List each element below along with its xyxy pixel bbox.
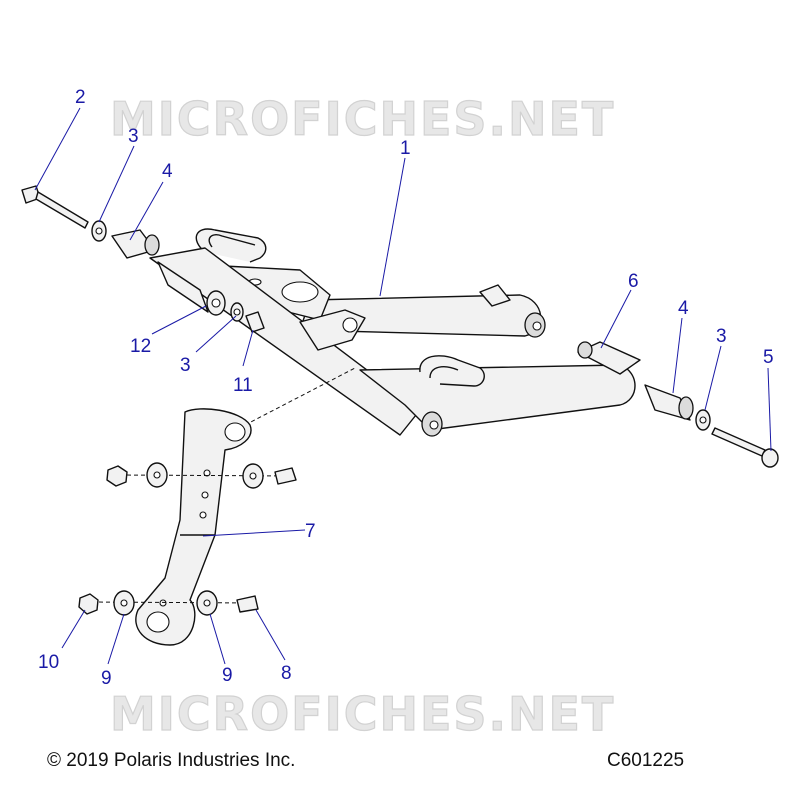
callout-2: 2 bbox=[75, 87, 86, 108]
alignment-line bbox=[244, 367, 356, 426]
callout-4-right: 4 bbox=[678, 298, 689, 319]
callout-3-right: 3 bbox=[716, 326, 727, 347]
watermark-top: MICROFICHES.NET bbox=[110, 92, 615, 146]
copyright-notice: © 2019 Polaris Industries Inc. bbox=[47, 750, 296, 771]
callout-7: 7 bbox=[305, 521, 316, 542]
callout-4-left: 4 bbox=[162, 161, 173, 182]
callout-3-left: 3 bbox=[128, 126, 139, 147]
callout-10: 10 bbox=[38, 652, 59, 673]
bolt-upper bbox=[274, 467, 297, 485]
nut-upper bbox=[106, 465, 128, 487]
callout-6: 6 bbox=[628, 271, 639, 292]
bushing-6 bbox=[577, 341, 641, 375]
nut-10 bbox=[78, 593, 99, 615]
link-7 bbox=[135, 408, 252, 646]
callout-1: 1 bbox=[400, 138, 411, 159]
callout-5: 5 bbox=[763, 347, 774, 368]
bolt-2 bbox=[21, 185, 89, 229]
lower-wire-hook bbox=[419, 355, 485, 387]
callout-9-left: 9 bbox=[101, 668, 112, 689]
callout-3-mid: 3 bbox=[180, 355, 191, 376]
callout-9-right: 9 bbox=[222, 665, 233, 686]
a-arm-assembly bbox=[149, 228, 636, 437]
figure-code: C601225 bbox=[607, 750, 685, 771]
callout-12: 12 bbox=[130, 336, 151, 357]
callout-8: 8 bbox=[281, 663, 292, 684]
upper-hardware-axis bbox=[119, 474, 296, 477]
watermark-bottom: MICROFICHES.NET bbox=[110, 687, 615, 741]
callout-11: 11 bbox=[233, 375, 253, 396]
lower-hardware-axis bbox=[91, 601, 256, 604]
leader-lines bbox=[34, 107, 772, 665]
bushing-12 bbox=[157, 261, 209, 313]
rear-bracket bbox=[479, 284, 511, 307]
bushing-11 bbox=[245, 311, 265, 333]
left-pivot-hardware bbox=[157, 261, 265, 333]
bolt-5 bbox=[711, 427, 779, 468]
bolt-8 bbox=[236, 595, 259, 613]
